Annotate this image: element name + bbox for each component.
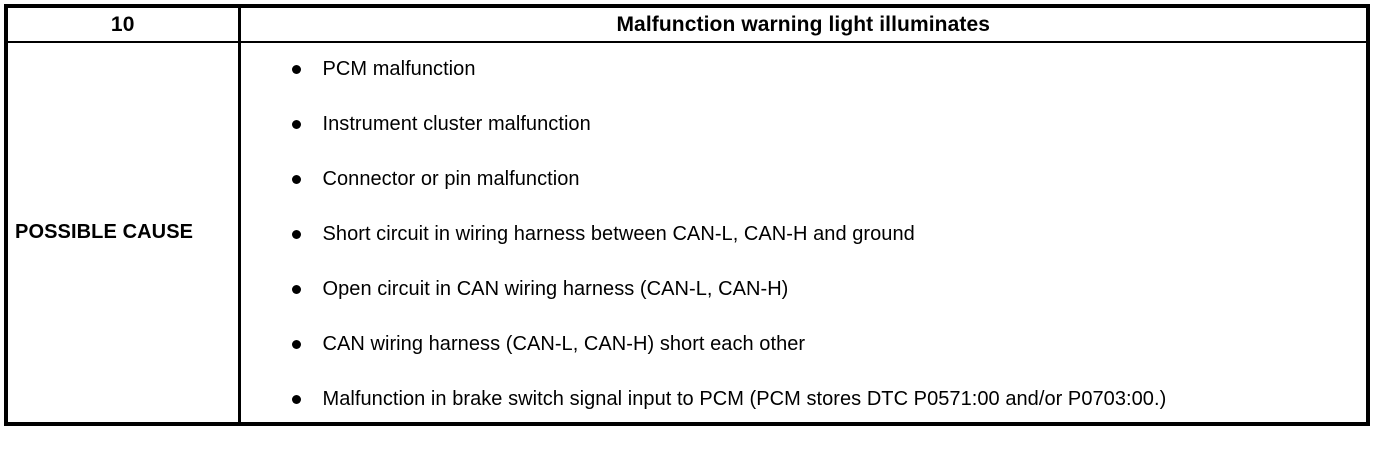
bullet-icon <box>291 285 301 294</box>
bullet-icon <box>291 120 301 129</box>
possible-cause-table: 10 Malfunction warning light illuminates… <box>4 4 1370 426</box>
list-item: Malfunction in brake switch signal input… <box>241 386 1367 412</box>
list-item: Connector or pin malfunction <box>241 166 1367 192</box>
cause-text: Connector or pin malfunction <box>322 168 580 190</box>
bullet-icon <box>291 230 301 239</box>
bullet-icon <box>291 395 301 404</box>
bullet-icon <box>291 340 301 349</box>
dtc-item-number: 10 <box>6 6 241 43</box>
cause-text: Short circuit in wiring harness between … <box>322 223 915 245</box>
bullet-icon <box>291 175 301 184</box>
cause-list: PCM malfunction Instrument cluster malfu… <box>241 43 1367 422</box>
possible-cause-cell: PCM malfunction Instrument cluster malfu… <box>239 42 1368 424</box>
list-item: PCM malfunction <box>241 56 1367 82</box>
dtc-symptom-title: Malfunction warning light illuminates <box>239 6 1368 43</box>
list-item: CAN wiring harness (CAN-L, CAN-H) short … <box>241 331 1367 357</box>
cause-text: Open circuit in CAN wiring harness (CAN-… <box>322 278 789 300</box>
bullet-icon <box>291 65 301 74</box>
list-item: Instrument cluster malfunction <box>241 111 1367 137</box>
possible-cause-label: POSSIBLE CAUSE <box>6 42 241 424</box>
list-item: Short circuit in wiring harness between … <box>241 221 1367 247</box>
cause-text: Instrument cluster malfunction <box>322 113 591 135</box>
list-item: Open circuit in CAN wiring harness (CAN-… <box>241 276 1367 302</box>
cause-text: Malfunction in brake switch signal input… <box>322 388 1167 410</box>
table-body-row: POSSIBLE CAUSE PCM malfunction Instrumen… <box>6 42 1368 424</box>
cause-text: CAN wiring harness (CAN-L, CAN-H) short … <box>322 333 806 355</box>
table-header-row: 10 Malfunction warning light illuminates <box>6 6 1368 43</box>
cause-text: PCM malfunction <box>322 58 476 80</box>
